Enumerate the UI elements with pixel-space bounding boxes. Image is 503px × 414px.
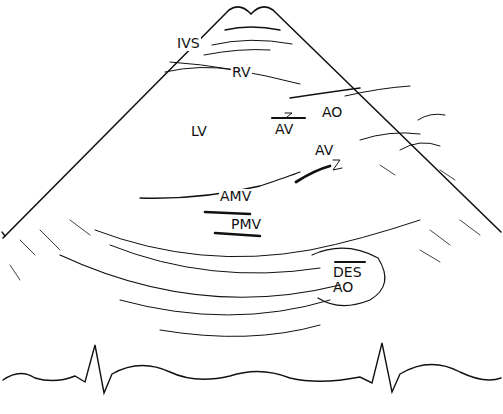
anatomy-label: AV [314, 143, 334, 158]
anatomy-label: IVS [176, 36, 201, 51]
anatomy-label: AMV [219, 189, 252, 204]
anatomy-label: RV [231, 65, 252, 80]
anatomy-label: AV [274, 122, 294, 137]
anatomy-label: PMV [230, 217, 262, 232]
anatomy-label: AO [321, 105, 343, 120]
anatomy-label: DES AO [332, 265, 368, 295]
anatomy-label: LV [190, 124, 208, 139]
